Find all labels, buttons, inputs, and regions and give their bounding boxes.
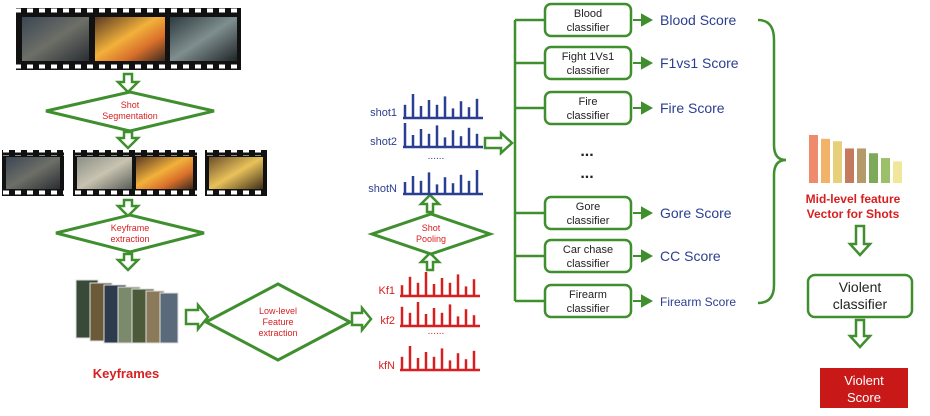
fanout-lines (513, 18, 545, 303)
midlevel-bar (893, 161, 902, 183)
keyframe-extraction-diamond (55, 213, 205, 254)
classifier-name: Gore (576, 201, 600, 213)
kf2-label: kf2 (380, 315, 395, 327)
classifier-name: Car chase (563, 244, 613, 256)
midlevel-bars (809, 135, 902, 183)
lowlevel-line1: Low-level (259, 306, 297, 316)
arrow-right-icon (633, 56, 654, 70)
shot-segmentation-line1: Shot (121, 100, 140, 110)
midlevel-bar (881, 158, 890, 183)
kf1-label: Kf1 (378, 285, 395, 297)
violent-score-box (820, 368, 908, 408)
arrow-down-icon (114, 72, 142, 94)
arrow-right-icon (633, 294, 654, 308)
film-strip-top (16, 8, 241, 70)
midlevel-bar (833, 141, 842, 183)
shot-ellipsis: ...... (428, 151, 445, 162)
classifier-name: Firearm (569, 289, 607, 301)
kf-ellipsis: ...... (428, 326, 445, 337)
lowlevel-extraction-diamond (202, 282, 354, 362)
midlevel-line2: Vector for Shots (807, 207, 900, 221)
midlevel-bar (869, 153, 878, 183)
violent-classifier-box (806, 273, 914, 319)
score-label: Fire Score (660, 100, 725, 116)
arrow-down-icon (114, 198, 142, 218)
classifier-box (543, 45, 633, 81)
arrow-up-icon (417, 251, 443, 272)
classifier-name: classifier (567, 215, 610, 227)
arrow-right-icon (184, 301, 210, 333)
arrow-down-icon (847, 224, 873, 257)
classifier-name: Fire (579, 96, 598, 108)
arrow-right-icon (633, 13, 654, 27)
arrow-right-icon (483, 130, 514, 156)
shot-pooling-line1: Shot (422, 223, 441, 233)
score-label: Blood Score (660, 12, 736, 28)
classifier-name: classifier (567, 110, 610, 122)
midlevel-bar (821, 138, 830, 183)
violent-classifier-line1: Violent (839, 279, 882, 295)
shot-segmentation-line2: Segmentation (102, 111, 158, 121)
violent-score-line2: Score (847, 390, 881, 405)
midlevel-bar (845, 148, 854, 183)
score-label: Firearm Score (660, 295, 736, 309)
classifier-name: classifier (567, 303, 610, 315)
classifier-name: classifier (567, 22, 610, 34)
midlevel-line1: Mid-level feature (806, 192, 901, 206)
shot1-label: shot1 (370, 107, 397, 119)
score-label: F1vs1 Score (660, 55, 739, 71)
keyframe-extraction-line1: Keyframe (111, 223, 150, 233)
classifier-name: classifier (567, 65, 610, 77)
keyframe-strip (2, 150, 267, 196)
shotn-label: shotN (368, 183, 397, 195)
arrow-down-icon (847, 318, 873, 349)
classifier-box (543, 238, 633, 274)
shot-pooling-diamond (367, 212, 495, 256)
keyframe-histograms (400, 272, 480, 372)
arrow-up-icon (417, 193, 443, 214)
shot-pooling-line2: Pooling (416, 234, 446, 244)
arrow-down-icon (114, 130, 142, 150)
arrow-right-icon (350, 304, 373, 334)
classifier-box (543, 195, 633, 231)
arrow-right-icon (633, 101, 654, 115)
classifier-name: Fight 1Vs1 (562, 51, 615, 63)
classifier-name: Blood (574, 8, 602, 20)
midlevel-bar (809, 135, 818, 183)
violent-classifier-line2: classifier (833, 296, 888, 312)
lowlevel-line2: Feature (262, 317, 293, 327)
down-arrows-left (114, 72, 142, 272)
arrow-right-icon (633, 249, 654, 263)
classifier-box (543, 2, 633, 38)
keyframes-label: Keyframes (93, 366, 160, 381)
violent-score-line1: Violent (844, 373, 884, 388)
shot-histograms (403, 94, 483, 196)
keyframe-extraction-line2: extraction (110, 234, 149, 244)
shot-segmentation-diamond (45, 90, 215, 133)
classifier-ellipsis-1: ... (580, 143, 593, 160)
classifier-name: classifier (567, 258, 610, 270)
classifier-ellipsis-2: ... (580, 165, 593, 182)
midlevel-bar (857, 148, 866, 183)
shot2-label: shot2 (370, 136, 397, 148)
classifier-box (543, 283, 633, 319)
lowlevel-line3: extraction (258, 328, 297, 338)
score-label: CC Score (660, 248, 721, 264)
classifier-box (543, 90, 633, 126)
score-label: Gore Score (660, 205, 732, 221)
arrow-right-icon (633, 206, 654, 220)
kfn-label: kfN (379, 360, 396, 372)
arrow-down-icon (114, 252, 142, 272)
keyframes-stack (75, 279, 179, 344)
score-brace (757, 18, 787, 305)
